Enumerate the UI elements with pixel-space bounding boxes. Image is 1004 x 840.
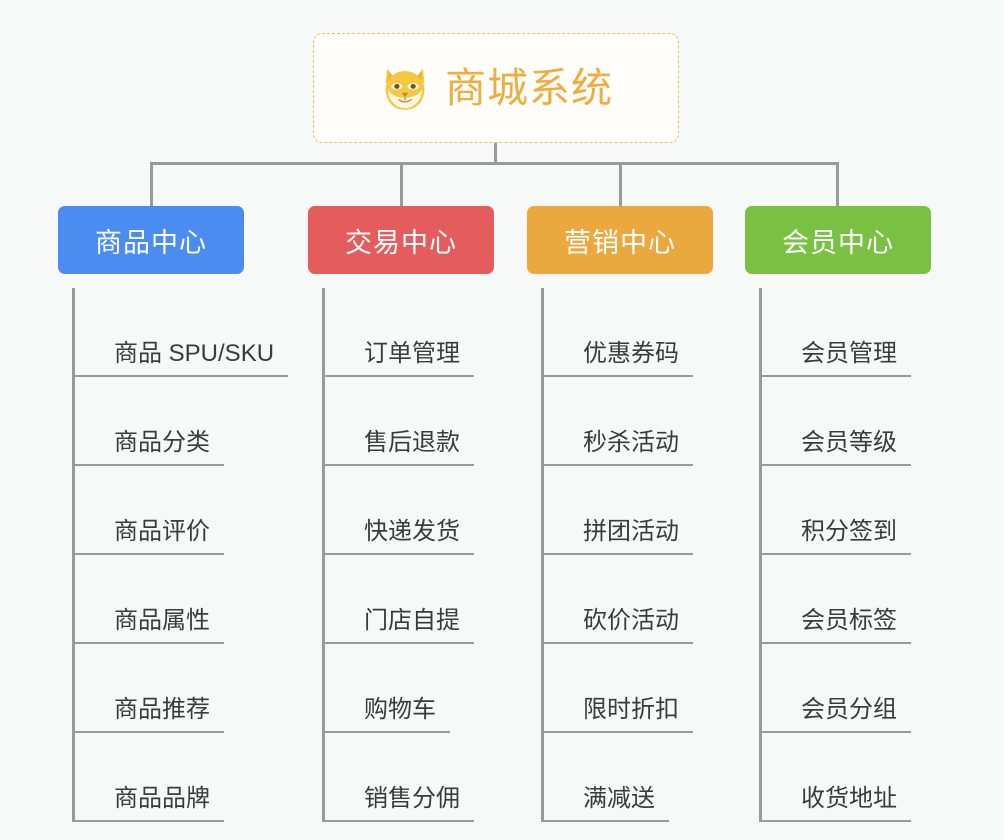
leaf-item-label: 购物车 [364, 696, 436, 724]
leaf-item-label: 收货地址 [801, 785, 897, 813]
leaf-item-label: 优惠券码 [583, 340, 679, 368]
leaf-item-underline [72, 553, 224, 555]
leaf-column-spine [759, 288, 762, 822]
leaf-item-underline [322, 375, 474, 377]
leaf-item-label: 订单管理 [364, 340, 460, 368]
connector-drop-4 [836, 162, 839, 206]
leaf-item-label: 砍价活动 [583, 607, 679, 635]
leaf-item-underline [759, 642, 911, 644]
leaf-item-underline [541, 820, 669, 822]
connector-drop-3 [619, 162, 622, 206]
connector-horizontal-bus [150, 162, 838, 165]
leaf-item-underline [759, 820, 911, 822]
leaf-item-underline [541, 553, 693, 555]
shiba-dog-face-icon [385, 68, 425, 110]
leaf-item-label: 商品属性 [114, 607, 210, 635]
leaf-item-label: 商品评价 [114, 518, 210, 546]
leaf-item-underline [322, 731, 450, 733]
leaf-item-underline [759, 553, 911, 555]
category-label-marketing-center: 营销中心 [564, 227, 676, 258]
leaf-item-underline [72, 464, 224, 466]
leaf-item-underline [322, 642, 474, 644]
leaf-item-label: 商品推荐 [114, 696, 210, 724]
leaf-item-label: 商品 SPU/SKU [114, 340, 275, 368]
leaf-item-underline [759, 464, 911, 466]
leaf-item-label: 会员等级 [801, 429, 897, 457]
leaf-item-underline [541, 464, 693, 466]
leaf-item-label: 会员分组 [801, 696, 897, 724]
category-box-trade-center[interactable]: 交易中心 [308, 206, 494, 274]
leaf-item-label: 商品分类 [114, 429, 210, 457]
leaf-column-spine [322, 288, 325, 822]
leaf-item-label: 限时折扣 [583, 696, 679, 724]
leaf-item-underline [72, 375, 288, 377]
category-label-trade-center: 交易中心 [345, 227, 457, 258]
category-box-marketing-center[interactable]: 营销中心 [527, 206, 713, 274]
leaf-item-label: 拼团活动 [583, 518, 679, 546]
leaf-item-underline [322, 820, 474, 822]
leaf-item-label: 会员标签 [801, 607, 897, 635]
root-node-shop-system[interactable]: 商城系统 [313, 33, 679, 143]
leaf-item-underline [541, 731, 693, 733]
connector-drop-2 [400, 162, 403, 206]
category-label-member-center: 会员中心 [782, 227, 894, 258]
leaf-item-underline [759, 375, 911, 377]
leaf-column-spine [541, 288, 544, 822]
leaf-item-underline [541, 642, 693, 644]
leaf-item-label: 售后退款 [364, 429, 460, 457]
leaf-item-underline [322, 553, 474, 555]
category-box-member-center[interactable]: 会员中心 [745, 206, 931, 274]
leaf-item-underline [72, 731, 224, 733]
leaf-item-underline [541, 375, 693, 377]
connector-drop-1 [150, 162, 153, 206]
leaf-item-label: 销售分佣 [364, 785, 460, 813]
root-node-label: 商城系统 [445, 64, 613, 111]
leaf-column-spine [72, 288, 75, 822]
leaf-item-underline [72, 820, 224, 822]
leaf-item-label: 满减送 [583, 785, 655, 813]
leaf-item-label: 门店自提 [364, 607, 460, 635]
leaf-item-label: 秒杀活动 [583, 429, 679, 457]
leaf-item-underline [72, 642, 224, 644]
leaf-item-label: 快递发货 [364, 518, 460, 546]
leaf-item-label: 积分签到 [801, 518, 897, 546]
leaf-item-label: 商品品牌 [114, 785, 210, 813]
connector-root-stem [494, 143, 497, 163]
category-box-product-center[interactable]: 商品中心 [58, 206, 244, 274]
leaf-item-underline [322, 464, 474, 466]
leaf-item-underline [759, 731, 911, 733]
leaf-item-label: 会员管理 [801, 340, 897, 368]
category-label-product-center: 商品中心 [95, 227, 207, 258]
